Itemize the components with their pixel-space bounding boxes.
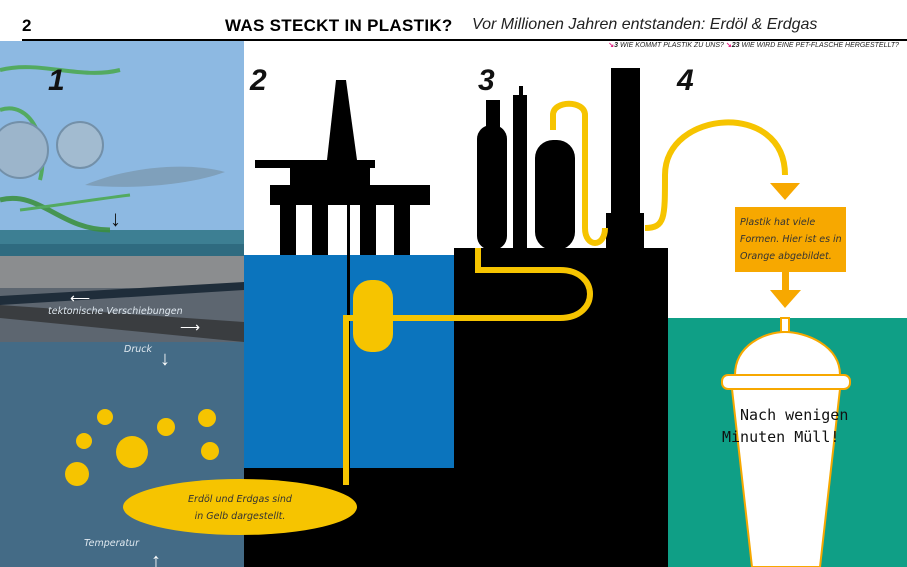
refinery <box>477 68 644 250</box>
xref-label[interactable]: WIE WIRD EINE PET-FLASCHE HERGESTELLT? <box>741 42 899 49</box>
plastic-text-3: Orange abgebildet. <box>740 251 832 262</box>
panel-number: 4 <box>676 64 694 97</box>
oil-gas-text-2: in Gelb dargestellt. <box>195 511 286 522</box>
panel-number: 3 <box>478 64 495 97</box>
xref-label[interactable]: WIE KOMMT PLASTIK ZU UNS? <box>620 42 724 49</box>
oil-tank <box>353 280 393 352</box>
page-number: 2 <box>22 16 32 35</box>
page-title: WAS STECKT IN PLASTIK? <box>225 16 453 35</box>
down-arrow-icon <box>770 290 801 308</box>
oil-gas-text-1: Erdöl und Erdgas sind <box>188 494 293 505</box>
up-arrow-icon: ↑ <box>151 550 161 567</box>
pressure-label: Druck <box>124 344 152 355</box>
right-arrow-icon: ⟶ <box>180 319 200 335</box>
tectonic-label: tektonische Verschiebungen <box>48 306 183 317</box>
down-arrow-icon <box>770 183 800 200</box>
arrow-icon: ↘ <box>725 42 732 49</box>
oil-gas-callout <box>123 479 357 535</box>
xref-page[interactable]: 23 <box>731 42 740 49</box>
plastic-callout <box>735 207 846 272</box>
plastic-text-2: Formen. Hier ist es in <box>740 234 842 245</box>
plastic-text-1: Plastik hat viele <box>740 217 815 228</box>
plastic-cup <box>721 317 851 567</box>
cup-handwriting-2: Minuten Müll! <box>722 428 839 446</box>
xref-page[interactable]: 3 <box>614 42 619 49</box>
header-rule <box>22 39 907 41</box>
left-arrow-icon: ⟵ <box>70 290 90 306</box>
cross-references: ↘3 WIE KOMMT PLASTIK ZU UNS? ↘23 WIE WIR… <box>608 41 899 49</box>
oil-pipeline <box>343 100 788 485</box>
arrow-stem <box>782 272 789 290</box>
page-subtitle: Vor Millionen Jahren entstanden: Erdöl &… <box>472 16 818 33</box>
cup-handwriting-1: Nach wenigen <box>740 406 848 424</box>
ground <box>454 248 668 567</box>
arrow-icon: ↘ <box>608 42 615 49</box>
down-arrow-icon: ↓ <box>160 348 170 370</box>
oil-droplets <box>65 409 219 486</box>
temperature-label: Temperatur <box>84 538 140 549</box>
plankton-illustration <box>0 65 225 233</box>
oil-platform <box>255 80 430 470</box>
panel-number: 2 <box>249 64 267 97</box>
down-arrow-icon: ↓ <box>110 206 121 231</box>
panel-number: 1 <box>48 64 65 97</box>
